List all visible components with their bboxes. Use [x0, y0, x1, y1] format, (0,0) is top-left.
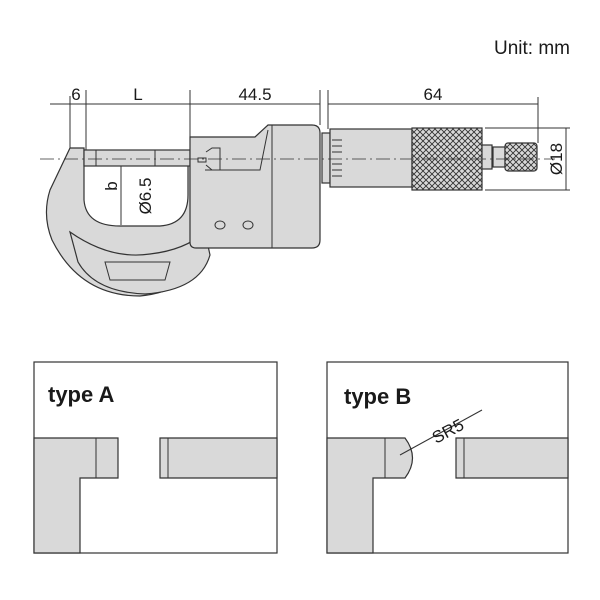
type-b-detail [326, 361, 569, 554]
micrometer-body [189, 124, 321, 249]
spindle [83, 149, 191, 167]
unit-label: Unit: mm [494, 38, 570, 59]
dim-range: L [133, 85, 142, 104]
dim-thimble: 64 [424, 85, 443, 104]
ratchet [504, 142, 538, 172]
dim-depth: b [102, 181, 121, 190]
dim-thimble-diameter: Ø18 [547, 143, 566, 175]
dim-body: 44.5 [238, 85, 271, 104]
dim-spindle-diameter: Ø6.5 [136, 178, 155, 215]
thimble [321, 127, 538, 191]
dim-anvil: 6 [71, 85, 80, 104]
type-a-detail [33, 361, 278, 554]
knurl-grip [411, 127, 483, 191]
micrometer-frame [45, 147, 211, 297]
type-b-label: type B [344, 384, 411, 409]
dimension-lines [50, 90, 570, 225]
type-a-label: type A [48, 382, 115, 407]
